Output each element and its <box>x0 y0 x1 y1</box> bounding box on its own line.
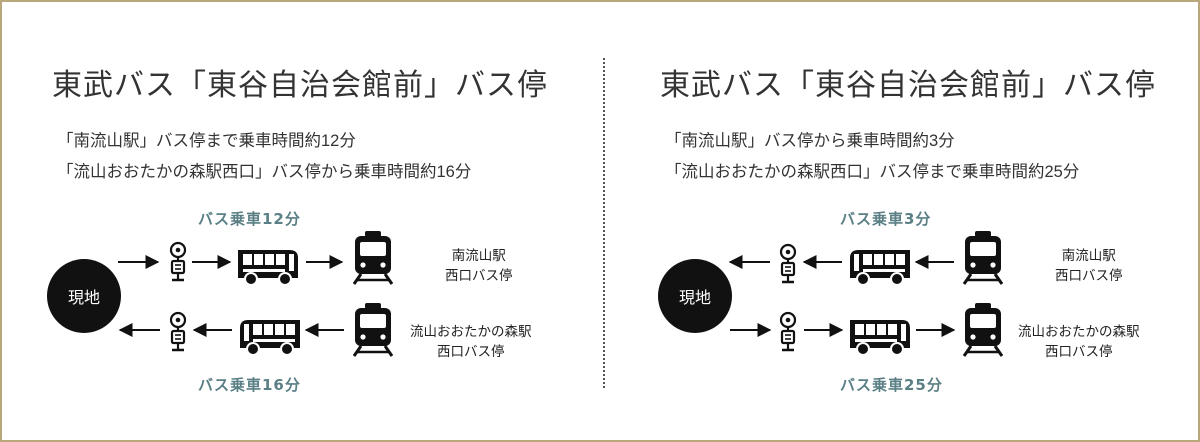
route-description: 「流山おおたかの森駅西口」バス停まで乗車時間約25分 <box>665 163 1080 181</box>
route-description: 「流山おおたかの森駅西口」バス停から乗車時間約16分 <box>57 163 472 181</box>
panel-title: 東武バス「東谷自治会館前」バス停 <box>52 68 548 103</box>
train-icon <box>352 301 394 358</box>
bus-time-label: バス乗車12分 <box>198 210 301 228</box>
bus-stop-name: 西口バス停 <box>445 268 513 284</box>
panel-right: 東武バス「東谷自治会館前」バス停 「南流山駅」バス停から乗車時間約3分 「流山お… <box>600 0 1200 442</box>
station-name: 流山おおたかの森駅 <box>1018 324 1140 340</box>
panel-divider <box>603 58 605 388</box>
bus-stop-icon <box>779 311 797 352</box>
train-icon <box>962 301 1004 358</box>
panel-title: 東武バス「東谷自治会館前」バス停 <box>660 68 1156 103</box>
bus-time-label: バス乗車3分 <box>840 210 932 228</box>
bus-icon <box>850 250 910 285</box>
bus-time-label: バス乗車25分 <box>840 376 943 394</box>
station-label: 流山おおたかの森駅 西口バス停 <box>410 322 532 362</box>
bus-stop-name: 西口バス停 <box>1055 268 1123 284</box>
bus-stop-icon <box>169 311 187 352</box>
current-location-marker: 現地 <box>658 259 732 333</box>
route-description: 「南流山駅」バス停まで乗車時間約12分 <box>57 132 356 150</box>
station-name: 南流山駅 <box>451 248 506 264</box>
bus-icon <box>849 319 911 356</box>
bus-icon <box>237 249 299 286</box>
bus-icon <box>240 320 300 355</box>
train-icon <box>962 229 1004 286</box>
bus-stop-icon <box>779 243 797 284</box>
panel-left: 東武バス「東谷自治会館前」バス停 「南流山駅」バス停まで乗車時間約12分 「流山… <box>47 68 548 394</box>
current-location-marker: 現地 <box>47 259 121 333</box>
station-name: 南流山駅 <box>1061 248 1116 264</box>
station-label: 流山おおたかの森駅 西口バス停 <box>1018 322 1140 362</box>
route-description: 「南流山駅」バス停から乗車時間約3分 <box>665 132 955 150</box>
bus-stop-name: 西口バス停 <box>437 344 505 360</box>
station-label: 南流山駅 西口バス停 <box>1055 246 1123 286</box>
bus-time-label: バス乗車16分 <box>198 376 301 394</box>
bus-stop-name: 西口バス停 <box>1045 344 1113 360</box>
train-icon <box>352 229 394 286</box>
station-name: 流山おおたかの森駅 <box>410 324 532 340</box>
station-label: 南流山駅 西口バス停 <box>445 246 513 286</box>
bus-stop-icon <box>169 241 187 282</box>
